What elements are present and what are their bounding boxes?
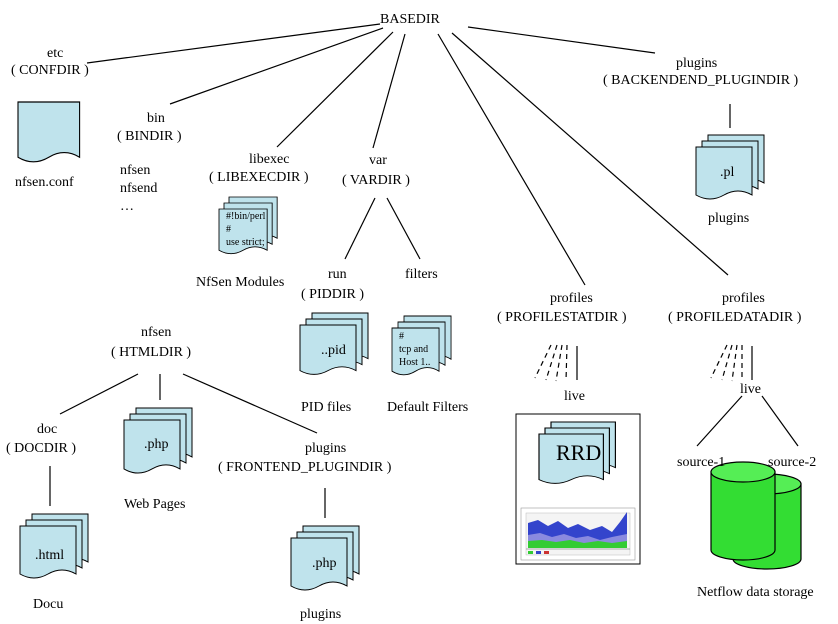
profilestat-live-label: live xyxy=(564,389,585,404)
rrd-panel xyxy=(515,413,641,565)
filters-dir-label: filters xyxy=(405,267,438,282)
libexecdir-label: ( LIBEXECDIR ) xyxy=(209,170,309,185)
web-pages-label: Web Pages xyxy=(124,497,186,512)
module-code-line-3: use strict; xyxy=(226,237,265,248)
doc-dir-label: doc xyxy=(37,422,58,437)
default-filters-label: Default Filters xyxy=(387,400,469,415)
pid-files-label: PID files xyxy=(301,400,352,415)
netflow-storage-label: Netflow data storage xyxy=(697,585,814,600)
backend-plugin-doc-text: .pl xyxy=(720,165,735,180)
filter-code-line-1: # xyxy=(399,331,404,342)
config-document-icon xyxy=(17,101,81,163)
docu-label: Docu xyxy=(33,597,64,612)
basedir-label: BASEDIR xyxy=(380,12,440,27)
profiledata-live-label: live xyxy=(740,382,761,397)
module-code-line-2: # xyxy=(226,224,231,235)
html-doc-text: .html xyxy=(35,548,65,563)
source-1-label: source-1 xyxy=(677,455,726,470)
vardir-label: ( VARDIR ) xyxy=(342,173,410,188)
dashed-subdirectory-hints xyxy=(534,344,743,382)
piddir-label: ( PIDDIR ) xyxy=(301,287,364,302)
backend-plugins-caption: plugins xyxy=(708,211,750,226)
run-dir-label: run xyxy=(328,267,347,282)
rrd-graph-thumbnail xyxy=(520,507,636,561)
docu-document-stack-icon xyxy=(19,513,89,579)
frontend-plugins-dir-label: plugins xyxy=(305,441,347,456)
rrd-doc-text: RRD xyxy=(556,440,602,465)
profilestatdir-label: ( PROFILESTATDIR ) xyxy=(497,310,627,325)
confdir-label: ( CONFDIR ) xyxy=(11,63,89,78)
storage-disk-front xyxy=(710,461,776,561)
tree-connectors xyxy=(49,23,799,518)
bindir-label: ( BINDIR ) xyxy=(117,129,182,144)
filter-code-line-3: Host 1.. xyxy=(399,357,431,368)
filter-code-line-2: tcp and xyxy=(399,344,429,355)
frontend-plugindir-label: ( FRONTEND_PLUGINDIR ) xyxy=(218,460,392,475)
htmldir-name-label: nfsen xyxy=(141,325,172,340)
netflow-storage-icon xyxy=(710,461,802,570)
profiledatadir-label: ( PROFILEDATADIR ) xyxy=(668,310,802,325)
var-dir-label: var xyxy=(369,153,387,168)
libexec-dir-label: libexec xyxy=(249,152,290,167)
backend-plugins-dir-label: plugins xyxy=(676,56,718,71)
pid-doc-text: ..pid xyxy=(321,343,346,358)
bin-file-ellipsis: … xyxy=(120,199,134,214)
bin-file-nfsen: nfsen xyxy=(120,163,151,178)
bin-file-nfsend: nfsend xyxy=(120,181,158,196)
frontend-plugins-caption: plugins xyxy=(300,607,342,622)
module-code-line-1: #!bin/perl xyxy=(226,211,266,222)
etc-dir-label: etc xyxy=(47,46,64,61)
nfsen-conf-label: nfsen.conf xyxy=(15,175,74,190)
php-webpage-doc-text: .php xyxy=(144,437,169,452)
frontend-plugin-doc-text: .php xyxy=(312,556,337,571)
profilestat-dir-label: profiles xyxy=(550,291,593,306)
source-2-label: source-2 xyxy=(768,455,817,470)
htmldir-label: ( HTMLDIR ) xyxy=(111,345,192,360)
docdir-label: ( DOCDIR ) xyxy=(6,441,76,456)
profiledata-dir-label: profiles xyxy=(722,291,765,306)
backend-plugindir-label: ( BACKENDEND_PLUGINDIR ) xyxy=(603,73,799,88)
nfsen-modules-label: NfSen Modules xyxy=(196,275,285,290)
bin-dir-label: bin xyxy=(147,111,165,126)
